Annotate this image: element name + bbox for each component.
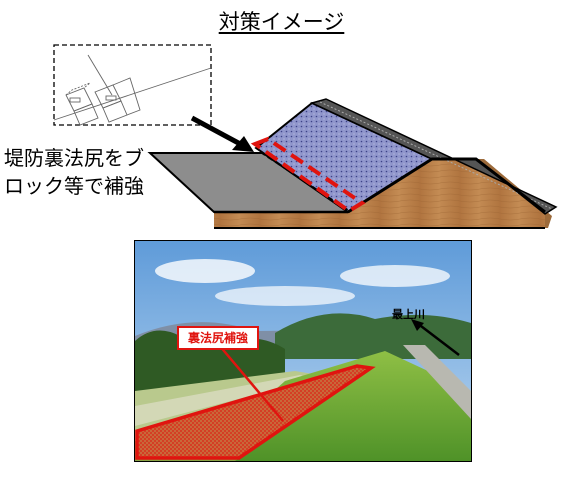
- inset-block-sketch: [53, 54, 212, 126]
- pointer-arrow: [190, 115, 246, 149]
- annotation-line-2: ロック等で補強: [4, 174, 144, 198]
- embankment-diagram: [53, 44, 558, 229]
- reinforcement-label: 裏法尻補強: [177, 326, 259, 350]
- site-photo: [134, 240, 472, 462]
- annotation-text: 堤防裏法尻をブ ロック等で補強: [4, 144, 144, 200]
- toe-highlight: [250, 136, 366, 214]
- diagram-title: 対策イメージ: [218, 10, 345, 34]
- reinforcement-zone: [135, 364, 376, 460]
- inset-detail-box: [53, 44, 212, 126]
- annotation-line-1: 堤防裏法尻をブ: [4, 146, 144, 170]
- river-label: 最上川: [392, 308, 425, 321]
